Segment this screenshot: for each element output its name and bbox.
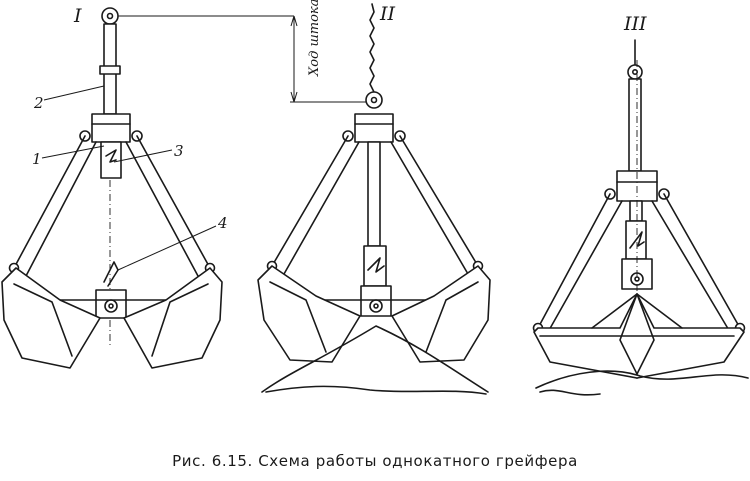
grab-stage-3: III [532, 13, 749, 396]
figure-caption: Рис. 6.15. Схема работы однокатного грей… [172, 452, 578, 470]
part-label-2: 2 [33, 94, 44, 112]
stage-3-label: III [623, 13, 647, 35]
rod-stroke-dimension: Ход штока [118, 0, 372, 103]
stage-1-label: I [73, 5, 82, 27]
stage-2-label: II [379, 3, 396, 25]
part-label-3: 3 [174, 142, 184, 160]
grab-stage-2: II [257, 3, 491, 395]
part-label-4: 4 [217, 214, 228, 232]
rod-stroke-label: Ход штока [307, 0, 322, 77]
grab-stage-1: I 2 1 3 4 [1, 5, 228, 369]
part-label-1: 1 [32, 150, 42, 168]
